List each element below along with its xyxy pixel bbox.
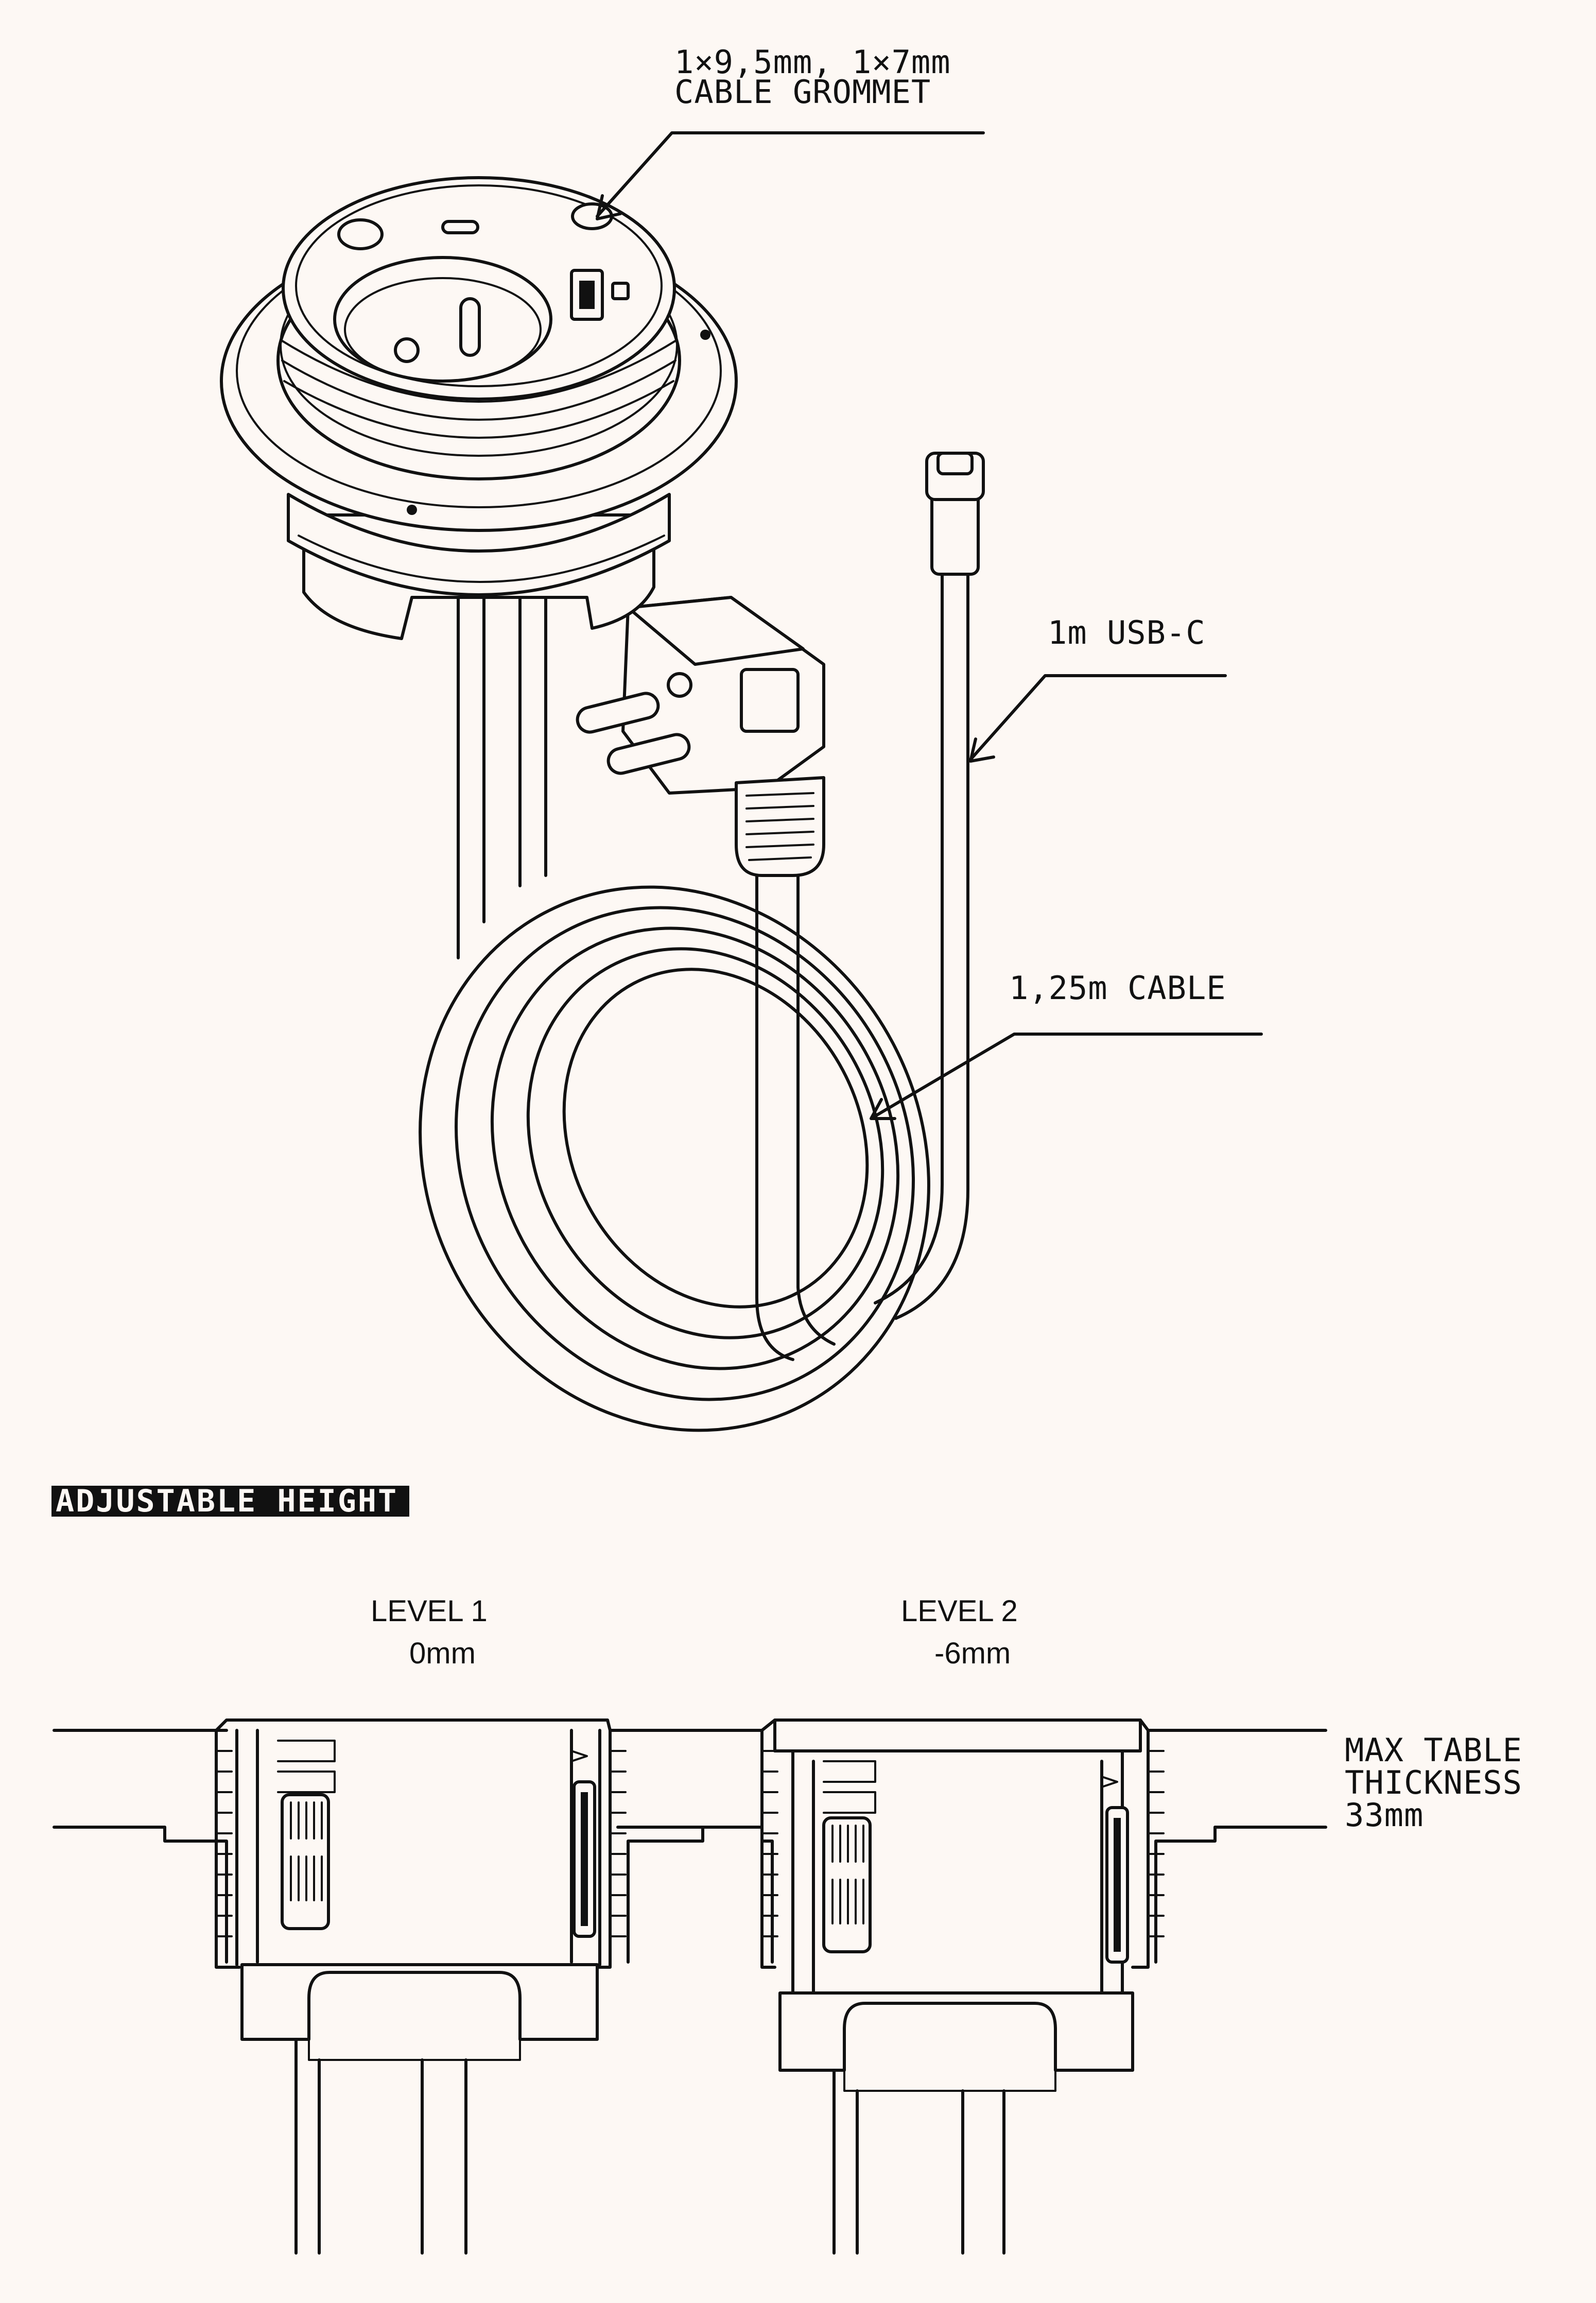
- table-surface: [53, 1729, 1327, 1829]
- callout-usb-c: 1m USB-C: [969, 614, 1227, 763]
- usb-c-cable: [874, 452, 985, 1320]
- schuko-plug: [576, 596, 825, 877]
- cable-coil: [419, 869, 930, 1432]
- callout-power-cable: 1,25m CABLE: [870, 969, 1263, 1120]
- level-1-section: [163, 1718, 704, 2255]
- usb-c-label: 1m USB-C: [1048, 614, 1206, 651]
- grommet-spec-label: 1×9,5mm, 1×7mm: [674, 43, 951, 81]
- level-1-name: LEVEL 1: [371, 1594, 488, 1628]
- power-cable-label: 1,25m CABLE: [1009, 969, 1226, 1007]
- power-module-illustration: 1×9,5mm, 1×7mm CABLE GROMMET 1m USB-C 1,…: [220, 43, 1263, 1432]
- section-title: ADJUSTABLE HEIGHT: [56, 1483, 398, 1519]
- table-note-line-2: THICKNESS: [1345, 1764, 1522, 1801]
- level-labels: LEVEL 1 0mm LEVEL 2 -6mm: [371, 1594, 1018, 1670]
- table-note-line-1: MAX TABLE: [1345, 1731, 1522, 1769]
- level-2-name: LEVEL 2: [901, 1594, 1018, 1628]
- callout-cable-grommet: 1×9,5mm, 1×7mm CABLE GROMMET: [596, 43, 985, 220]
- level-2-offset: -6mm: [934, 1637, 1011, 1670]
- table-thickness-note: MAX TABLE THICKNESS 33mm: [1345, 1731, 1522, 1834]
- grommet-title-label: CABLE GROMMET: [674, 73, 931, 111]
- table-note-line-3: 33mm: [1345, 1796, 1424, 1834]
- grommet-unit: [220, 176, 738, 640]
- cables-from-unit: [457, 591, 547, 959]
- level-2-section: [701, 1718, 1217, 2255]
- section-banner: ADJUSTABLE HEIGHT: [51, 1483, 409, 1519]
- level-1-offset: 0mm: [409, 1637, 476, 1670]
